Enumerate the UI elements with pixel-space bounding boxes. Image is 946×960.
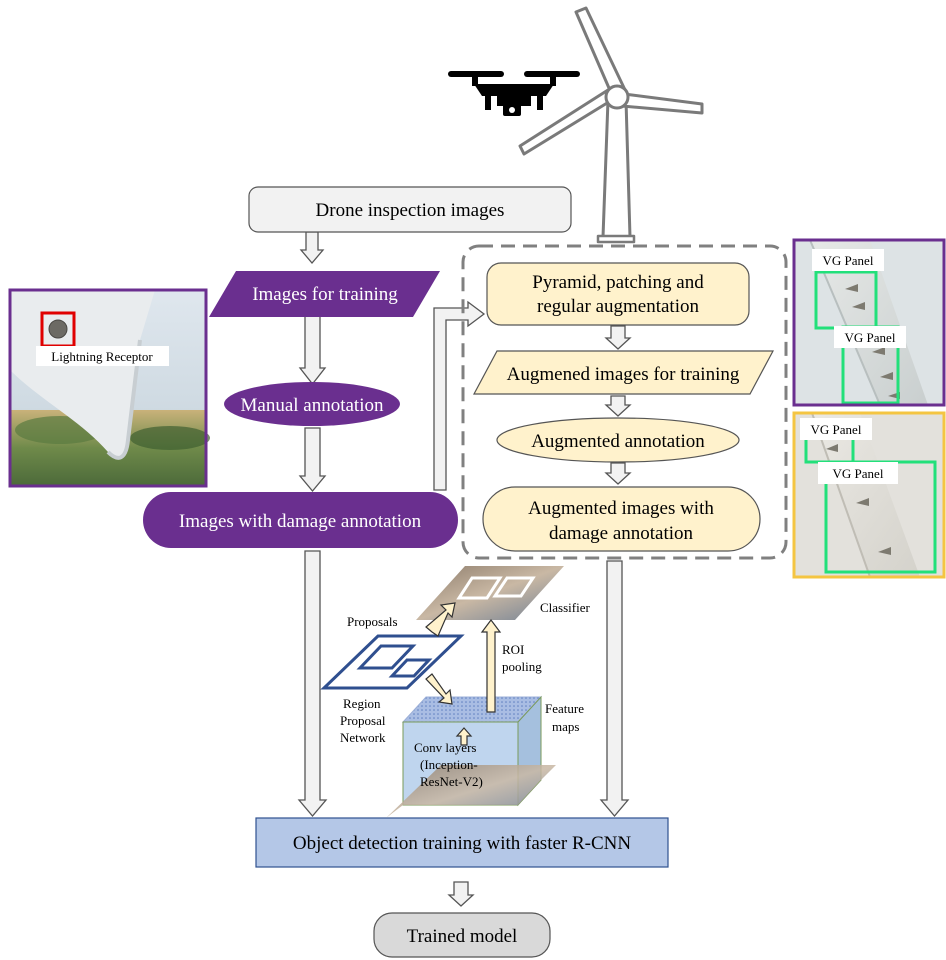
lightning-receptor-photo: Lightning Receptor xyxy=(8,288,210,488)
drone-images-box xyxy=(248,186,572,233)
manual-annotation-box xyxy=(224,382,400,426)
roi-arrow xyxy=(480,619,502,713)
proposal-arrow xyxy=(425,602,456,637)
conv-label-2: (Inception- xyxy=(420,757,478,772)
roi-label-2: pooling xyxy=(502,659,542,674)
images-for-training-box xyxy=(209,271,440,317)
pyramid-box xyxy=(486,262,750,326)
roi-label-1: ROI xyxy=(502,642,524,657)
augmented-annotation-label: Augmented annotation xyxy=(531,431,705,452)
conv-label-3: ResNet-V2) xyxy=(420,774,483,789)
aug-damage-box xyxy=(482,486,761,552)
vg-top-label-2: VG Panel xyxy=(845,330,896,345)
proposals-plane xyxy=(320,634,465,690)
feature-label-2: maps xyxy=(552,719,579,734)
feature-label-1: Feature xyxy=(545,701,584,716)
rcnn-illustration: Classifier Proposals Feature maps Conv l… xyxy=(320,566,590,818)
vg-bottom-label-2: VG Panel xyxy=(833,466,884,481)
vg-bottom-label-1: VG Panel xyxy=(811,422,862,437)
receptor-label: Lightning Receptor xyxy=(51,349,153,364)
images-damage-box xyxy=(143,492,458,548)
flow-arrows xyxy=(297,231,632,907)
pyramid-label-2: regular augmentation xyxy=(537,296,699,317)
conv-arrow xyxy=(455,727,473,746)
rpn-arrow xyxy=(425,673,453,705)
manual-annotation-label: Manual annotation xyxy=(241,395,384,416)
classifier-label: Classifier xyxy=(540,600,590,615)
wind-turbine-icon xyxy=(518,6,704,244)
drone-icon xyxy=(448,71,580,116)
rpn-label-1: Region xyxy=(343,696,381,711)
vg-panel-photo-bottom: VG Panel VG Panel xyxy=(792,411,946,579)
augmentation-region xyxy=(461,244,788,560)
proposals-label: Proposals xyxy=(347,614,398,629)
images-damage-label: Images with damage annotation xyxy=(179,511,422,532)
images-for-training-label: Images for training xyxy=(252,284,398,305)
trained-model-box xyxy=(373,912,551,958)
vg-panel-photo-top: VG Panel VG Panel xyxy=(792,238,946,407)
trained-model-label: Trained model xyxy=(407,926,518,947)
object-detection-box xyxy=(255,817,669,868)
aug-damage-label-2: damage annotation xyxy=(549,523,694,544)
pyramid-label-1: Pyramid, patching and xyxy=(532,272,704,293)
feature-maps-plane xyxy=(401,696,543,723)
aug-damage-label-1: Augmented images with xyxy=(528,498,714,519)
augmented-annotation-box xyxy=(496,417,740,463)
augmented-images-label: Augmened images for training xyxy=(507,364,740,385)
vg-top-label-1: VG Panel xyxy=(823,253,874,268)
augmented-images-box xyxy=(472,350,775,395)
rpn-label-3: Network xyxy=(340,730,386,745)
drone-images-label: Drone inspection images xyxy=(316,200,505,221)
object-detection-label: Object detection training with faster R-… xyxy=(293,833,631,854)
rpn-label-2: Proposal xyxy=(340,713,386,728)
